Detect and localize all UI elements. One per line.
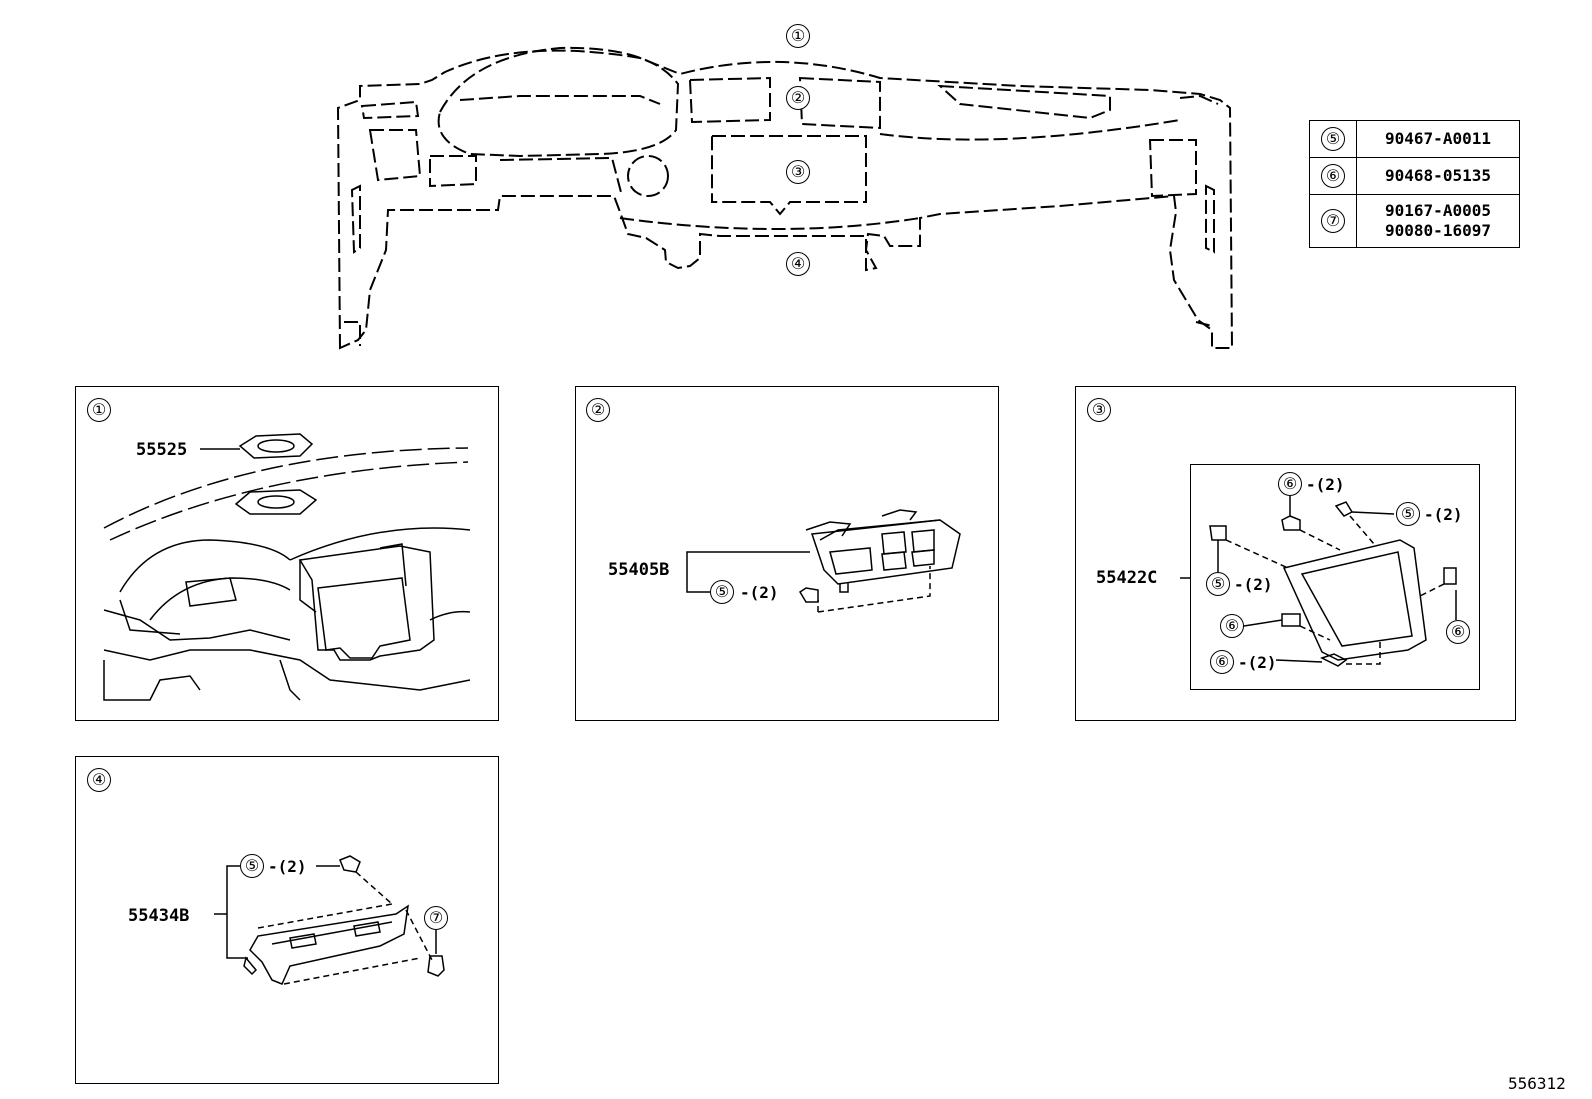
legend-row: ⑦ 90167-A0005 90080-16097	[1309, 194, 1520, 248]
panel-2-ref: ②	[586, 398, 610, 422]
legend-part-number: 90080-16097	[1385, 221, 1491, 240]
part-label-55525: 55525	[136, 440, 188, 460]
fastener-legend-table: ⑤ 90467-A0011 ⑥ 90468-05135 ⑦ 90167-A000…	[1309, 120, 1520, 248]
panel-3-sub-ref: ⑥	[1278, 472, 1302, 496]
panel-4-ref: ④	[87, 768, 111, 792]
panel-3-sub-qty: -(2)	[1234, 575, 1273, 594]
legend-row: ⑤ 90467-A0011	[1309, 120, 1520, 158]
legend-ref-5: ⑤	[1321, 127, 1345, 151]
panel-3-sub-qty: -(2)	[1424, 505, 1463, 524]
detail-panel-2	[575, 386, 999, 721]
panel-3-inset-box	[1190, 464, 1480, 690]
figure-id: 556312	[1508, 1074, 1566, 1093]
panel-4-sub-qty: -(2)	[268, 857, 307, 876]
overview-callout-1: ①	[786, 24, 810, 48]
panel-3-sub-qty: -(2)	[1238, 653, 1277, 672]
panel-4-sub-ref-5: ⑤	[240, 854, 264, 878]
legend-row: ⑥ 90468-05135	[1309, 157, 1520, 195]
panel-3-sub-qty: -(2)	[1306, 475, 1345, 494]
overview-callout-4: ④	[786, 252, 810, 276]
detail-panel-4	[75, 756, 499, 1084]
overview-callout-3: ③	[786, 160, 810, 184]
panel-3-sub-ref: ⑥	[1220, 614, 1244, 638]
panel-4-screw-ref-7: ⑦	[424, 906, 448, 930]
part-label-55422C: 55422C	[1096, 568, 1158, 588]
part-label-55405B: 55405B	[608, 560, 670, 580]
panel-3-sub-ref: ⑤	[1396, 502, 1420, 526]
detail-panel-1	[75, 386, 499, 721]
panel-3-sub-ref: ⑥	[1446, 620, 1470, 644]
panel-2-sub-qty: -(2)	[740, 583, 779, 602]
part-label-55434B: 55434B	[128, 906, 190, 926]
panel-2-sub-ref-5: ⑤	[710, 580, 734, 604]
detail-panel-3	[1075, 386, 1516, 721]
legend-part-number: 90167-A0005	[1385, 201, 1491, 220]
panel-3-sub-ref: ⑤	[1206, 572, 1230, 596]
panel-3-sub-ref: ⑥	[1210, 650, 1234, 674]
legend-part-number: 90468-05135	[1356, 157, 1520, 195]
legend-ref-6: ⑥	[1321, 164, 1345, 188]
panel-1-ref: ①	[87, 398, 111, 422]
panel-3-ref: ③	[1087, 398, 1111, 422]
overview-callout-2: ②	[786, 86, 810, 110]
legend-ref-7: ⑦	[1321, 209, 1345, 233]
